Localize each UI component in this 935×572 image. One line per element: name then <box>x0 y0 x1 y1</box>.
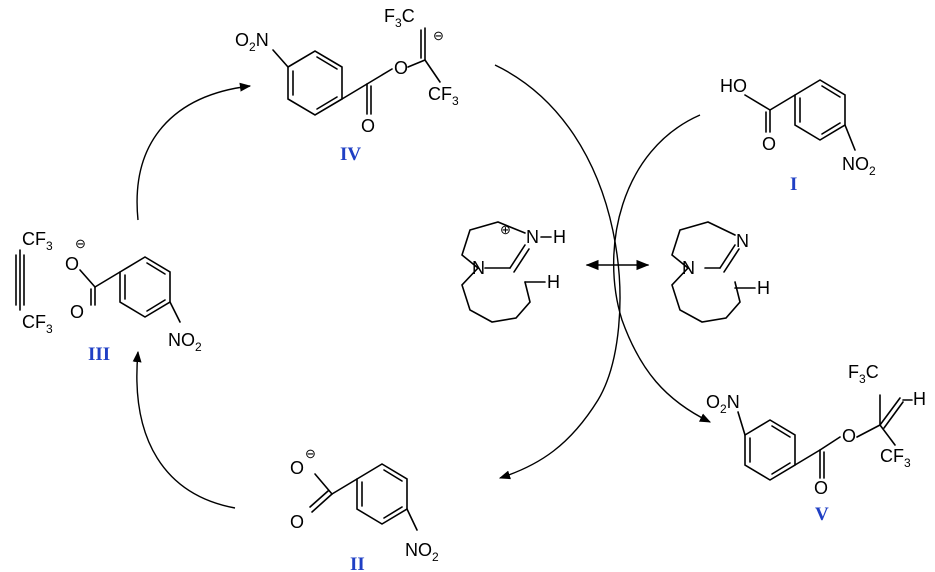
label-III: III <box>88 344 110 365</box>
label-IV: IV <box>340 144 361 165</box>
nh-hydrogen: H <box>553 227 566 247</box>
imine-nitrogen: N <box>736 231 749 251</box>
compound-V: O2N O O F3C H CF3 V <box>706 362 926 525</box>
cf3-label: CF3 <box>22 229 53 253</box>
ester-oxygen: O <box>394 58 408 78</box>
carboxylate-charge: ⊖ <box>305 446 316 461</box>
carbanion-charge: ⊖ <box>433 28 444 43</box>
label-II: II <box>350 554 365 572</box>
hydroxyl-label: HO <box>720 76 747 96</box>
ch-hydrogen: H <box>547 272 560 292</box>
nitro-label: O2N <box>706 392 740 416</box>
carbonyl-oxygen: O <box>361 116 375 136</box>
cf3-label: CF3 <box>22 312 53 336</box>
ester-oxygen: O <box>842 426 856 446</box>
cf3-label: CF3 <box>880 446 911 470</box>
nitro-label: NO2 <box>405 540 439 564</box>
carboxylate-charge: ⊖ <box>75 236 86 251</box>
compound-II: O ⊖ O NO2 II <box>290 446 439 572</box>
label-I: I <box>790 174 797 195</box>
carbonyl-oxygen: O <box>70 302 84 322</box>
hexafluorobutyne: CF3 CF3 <box>15 229 53 336</box>
vinyl-hydrogen: H <box>913 389 926 409</box>
cf3-label: CF3 <box>428 84 459 108</box>
iminium-nitrogen: N <box>526 227 539 247</box>
nitro-label: NO2 <box>168 330 202 354</box>
amine-nitrogen: N <box>682 258 695 278</box>
compound-III: O ⊖ O NO2 III <box>65 236 202 365</box>
arrow-II-to-III <box>132 350 236 509</box>
carboxylate-oxygen: O <box>290 458 304 478</box>
ch-hydrogen: H <box>757 278 770 298</box>
carbonyl-oxygen: O <box>290 512 304 532</box>
cf3-label: F3C <box>384 6 415 30</box>
cf3-label: F3C <box>848 362 879 386</box>
arrow-III-to-IV <box>136 82 252 221</box>
nitro-label: NO2 <box>842 154 876 178</box>
carbonyl-oxygen: O <box>762 134 776 154</box>
dbu: N N H <box>671 221 770 323</box>
amine-nitrogen: N <box>472 258 485 278</box>
label-V: V <box>815 504 829 525</box>
carboxylate-oxygen: O <box>65 254 79 274</box>
arrow-I-to-V <box>612 114 712 423</box>
carbonyl-oxygen: O <box>814 478 828 498</box>
compound-IV: O2N O O F3C ⊖ CF3 IV <box>235 6 459 165</box>
compound-I: HO O NO2 I <box>720 76 876 195</box>
nitro-label: O2N <box>235 30 269 54</box>
iminium-charge: ⊕ <box>500 222 511 237</box>
protonated-dbu: N N ⊕ H H <box>461 221 566 323</box>
arrow-IV-to-II <box>494 64 621 480</box>
